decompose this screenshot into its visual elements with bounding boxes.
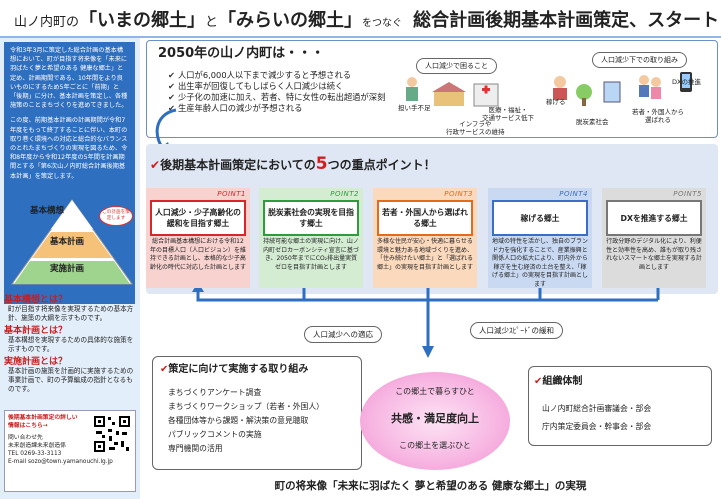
icon-label-earn: 稼げる [546,98,566,106]
pyramid-bottom-label: 実施計画 [50,264,85,274]
center-bottom-text: この郷土を選ぶひと [399,441,471,450]
icon-label-youth: 若者・外国人から 選ばれる [632,108,684,124]
point-label: POINT2 [330,190,359,198]
point-card-4: POINT4 稼げる郷土 地域の特性を活かし、独自のブランド力を強化することで、… [488,188,592,288]
initiatives-list: まちづくりアンケート調査 まちづくりワークショップ（若者・外国人） 各種団体等か… [168,386,324,456]
point-heading: 若者・外国人から選ばれる郷土 [377,200,473,236]
def-body-2: 基本構想を実現するための具体的な施策を示すものです。 [8,336,134,353]
contact-email[interactable]: E-mail sozo@town.yamanouchi.lg.jp [8,459,113,465]
point-body: 総合計画基本構想における令和12年の目標人口（人口ビジョン）を維持できる計画とし… [150,238,247,271]
list-item: まちづくりアンケート調査 [168,388,262,397]
point-body: 多様な住民が安心・快適に暮らせる環境と魅力ある地域づくりを進め、「住み続けたい郷… [377,238,474,271]
icon-label-infra: インフラや 行政サービスの維持 [446,120,505,136]
check-icon: ✔ [168,103,175,113]
contact-info-link[interactable]: 後期基本計画策定の詳しい情報はこちら→ [8,415,78,429]
measures-bubble: 人口減少下での取り組み [592,52,687,68]
measure-illustrations [553,72,692,106]
point-body: 地域の特性を活かし、独自のブランド力を強化することで、産業振興と関係人口の拡大に… [492,238,589,288]
def-body-1: 町が目指す将来像を実現するための基本方針、施策の大綱を示すものです。 [8,305,134,322]
point-label: POINT3 [444,190,473,198]
contact-tel: TEL 0269-33-3113 [8,451,62,457]
point-body: 持続可能な郷土の実現に向け、山ノ内町ゼロカーボンシティ宣言に基づき、2050年ま… [263,238,359,271]
list-item: 各種団体等から課題・解決策の意見聴取 [168,416,309,425]
list-item: まちづくりワークショップ（若者・外国人） [168,402,324,411]
header-future-home: 「みらいの郷土」 [218,10,363,31]
adapt-bubble: 人口減少への適応 [304,326,382,343]
vision-title: 2050年の山ノ内町は・・・ [158,46,325,61]
point-card-1: POINT1 人口減少・少子高齢化の緩和を目指す郷土 総合計画基本構想における令… [146,188,250,288]
icon-label-decarbon: 脱炭素社会 [576,118,609,126]
trouble-bubble: 人口減少で困ること [416,58,497,74]
point-label: POINT1 [217,190,246,198]
org-list: 山ノ内町総合計画審議会・部会 庁内策定委員会・幹事会・部会 [542,400,651,436]
check-icon: ✔ [150,158,161,172]
def-head-3: 実施計画とは？ [4,357,68,367]
point-card-2: POINT2 脱炭素社会の実現を目指す郷土 持続可能な郷土の実現に向け、山ノ内町… [259,188,363,288]
page-header: 山ノ内町の「いまの郷土」と「みらいの郷土」をつなぐ 総合計画後期基本計画策定、ス… [0,0,721,38]
contact-heading: 問い合わせ先 [8,435,43,441]
list-item: パブリックコメントの実施 [168,430,262,439]
list-item: 専門機関の活用 [168,444,223,453]
def-head-2: 基本計画とは？ [4,326,68,336]
header-prefix: 山ノ内町の [14,15,80,30]
center-main-text: 共感・満足度向上 [391,412,479,425]
icon-label-medical: 医療・福祉・ 交通サービス低下 [482,106,534,122]
pyramid-note-bubble: この計画を策定します [99,206,133,226]
org-title: ✔組織体制 [534,376,583,387]
initiatives-box [152,356,362,470]
center-ellipse [360,372,510,470]
org-box [528,366,712,446]
vision-bullet: ✔人口が6,000人以下まで減少すると予想される [168,70,352,80]
trouble-illustrations [406,77,499,107]
point-heading: 稼げる郷土 [492,200,588,236]
header-connect: をつなぐ [362,18,403,29]
initiatives-title: ✔策定に向けて実施する取り組み [160,364,309,375]
def-head-1: 基本構想とは？ [4,295,68,305]
list-item: 庁内策定委員会・幹事会・部会 [542,422,652,431]
check-icon: ✔ [168,81,175,91]
intro-paragraph-2: この度、前期基本計画の計画期間が令和7年度をもって終了することに伴い、本町の取り… [10,117,128,180]
check-icon: ✔ [534,376,543,387]
icon-label-shortage: 担い手不足 [398,104,431,112]
definitions: 基本構想とは？ 町が目指す将来像を実現するための基本方針、施策の大綱を示すもので… [4,292,136,394]
check-icon: ✔ [160,364,169,375]
plan-pyramid [11,199,133,285]
vision-bullet: ✔出生率が回復してもしばらく人口減少は続く [168,81,344,91]
vision-bullet: ✔少子化の加速に加え、若者、特に女性の転出超過が深刻 [168,92,386,102]
point-heading: DXを推進する郷土 [606,200,702,236]
check-icon: ✔ [168,70,175,80]
pyramid-mid-label: 基本計画 [50,237,85,247]
point-heading: 人口減少・少子高齢化の緩和を目指す郷土 [150,200,246,236]
point-card-3: POINT3 若者・外国人から選ばれる郷土 多様な住民が安心・快適に暮らせる環境… [373,188,477,288]
point-label: POINT5 [673,190,702,198]
intro-paragraph-1: 令和3年3月に策定した総合計画の基本構想において、町が目指す将来像を「未来に羽ば… [10,47,128,110]
center-top-text: この郷土で暮らすひと [395,387,475,396]
header-title: 山ノ内町の「いまの郷土」と「みらいの郷土」をつなぐ 総合計画後期基本計画策定、ス… [14,6,721,32]
pyramid-top-label: 基本構想 [30,206,65,216]
footer-vision: 町の将来像「未来に羽ばたく 夢と希望のある 健康な郷土」の実現 [274,480,587,492]
point-heading: 脱炭素社会の実現を目指す郷土 [263,200,359,236]
icon-label-dx: DXの推進 [672,78,701,86]
vision-bullet: ✔生産年齢人口の減少が予想される [168,103,303,113]
def-body-3: 基本計画の施策を計画的に実施するための事業計画で、町の予算編成の指針となるもので… [8,367,134,393]
qr-code-icon[interactable] [92,414,132,454]
contact-box: 後期基本計画策定の詳しい情報はこちら→ 問い合わせ先 未来創造課未来創造係 TE… [4,410,136,492]
mitigate-bubble: 人口減少ｽﾋﾟｰﾄﾞの緩和 [470,322,563,339]
point-label: POINT4 [559,190,588,198]
header-main-message: 総合計画後期基本計画策定、スタート！ [413,10,721,31]
list-item: 山ノ内町総合計画審議会・部会 [542,404,652,413]
connector-lines [192,288,660,358]
contact-section: 未来創造課未来創造係 [8,443,66,449]
header-and: と [205,15,219,30]
check-icon: ✔ [168,92,175,102]
five-points-title: ✔後期基本計画策定においての5つの重点ポイント！ [150,154,436,174]
header-now-home: 「いまの郷土」 [79,10,206,31]
vision-bullets: ✔人口が6,000人以下まで減少すると予想される ✔出生率が回復してもしばらく人… [168,70,385,114]
point-card-5: POINT5 DXを推進する郷土 行政分野のデジタル化により、利便性と効率性を高… [602,188,706,288]
point-body: 行政分野のデジタル化により、利便性と効率性を高め、誰もが取り残されないスマートな… [606,238,703,271]
